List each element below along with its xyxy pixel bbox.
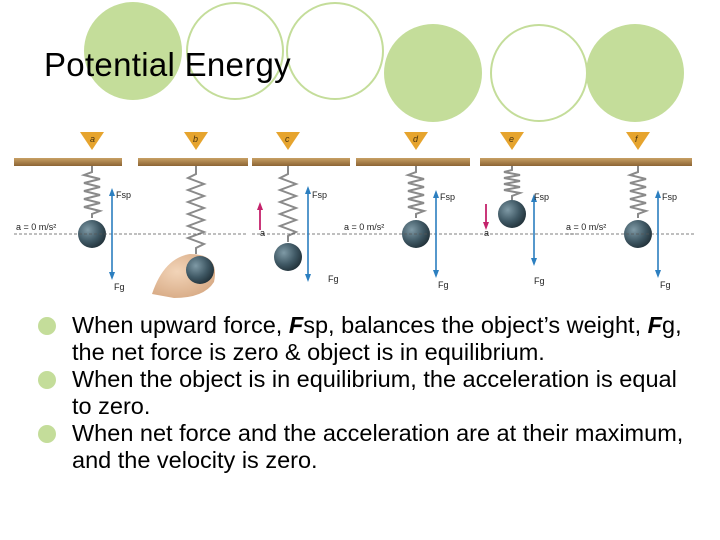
bullet-item: When the object is in equilibrium, the a…: [38, 366, 698, 420]
ceiling-plank: [138, 158, 248, 166]
force-down-label: Fg: [328, 274, 339, 284]
bullet-text: When the object is in equilibrium, the a…: [72, 366, 677, 419]
mass-ball: [274, 243, 302, 271]
panel-e: e a Fsp Fg: [470, 132, 576, 286]
panel-tag-badge: [500, 132, 524, 150]
panel-b: b: [138, 132, 248, 298]
panel-f: f a = 0 m/s² Fsp Fg: [566, 132, 694, 290]
decorative-circle: [186, 2, 284, 100]
spring: [626, 166, 650, 218]
force-down-label: Fg: [660, 280, 671, 290]
panel-a: a a = 0 m/s² Fsp Fg: [14, 132, 138, 292]
ceiling-plank: [570, 158, 692, 166]
panel-tag: b: [193, 134, 198, 144]
bullet-item: When net force and the acceleration are …: [38, 420, 698, 474]
panel-tag-badge: [276, 132, 300, 150]
spring-mass-figure: a a = 0 m/s² Fsp Fg b c: [14, 126, 704, 302]
decorative-circle: [490, 24, 588, 122]
bullet-icon: [38, 317, 56, 335]
mass-ball: [186, 256, 214, 284]
ceiling-plank: [14, 158, 122, 166]
spring: [503, 166, 524, 200]
slide-title: Potential Energy: [44, 46, 291, 83]
force-down-label: Fg: [114, 282, 125, 292]
ceiling-plank: [356, 158, 470, 166]
acceleration-label: a = 0 m/s²: [566, 222, 606, 232]
decorative-circle: [586, 24, 684, 122]
spring: [404, 166, 428, 218]
force-down-label: Fg: [438, 280, 449, 290]
acceleration-label: a = 0 m/s²: [16, 222, 56, 232]
panel-tag-badge: [626, 132, 650, 150]
spring: [277, 166, 299, 242]
panel-tag: a: [90, 134, 95, 144]
bullet-text: When net force and the acceleration are …: [72, 420, 684, 473]
panel-tag-badge: [184, 132, 208, 150]
decorative-circle: [84, 2, 182, 100]
acceleration-label: a = 0 m/s²: [344, 222, 384, 232]
panel-tag: f: [635, 134, 639, 144]
panel-tag: d: [413, 134, 419, 144]
ceiling-plank: [480, 158, 576, 166]
force-up-label: Fsp: [534, 192, 549, 202]
decorative-circle: [286, 2, 384, 100]
bullet-icon: [38, 425, 56, 443]
panel-tag-badge: [80, 132, 104, 150]
spring: [80, 166, 104, 218]
force-up-label: Fsp: [440, 192, 455, 202]
bullet-icon: [38, 371, 56, 389]
panel-c: c a Fsp Fg: [252, 132, 350, 284]
panel-tag: c: [285, 134, 290, 144]
force-down-label: Fg: [534, 276, 545, 286]
spring: [185, 166, 207, 254]
acceleration-label: a: [484, 228, 489, 238]
force-up-label: Fsp: [662, 192, 677, 202]
force-up-label: Fsp: [116, 190, 131, 200]
panel-tag: e: [509, 134, 514, 144]
panel-d: d a = 0 m/s² Fsp Fg: [344, 132, 470, 290]
bullet-text: When upward force, Fsp, balances the obj…: [72, 312, 682, 365]
mass-ball: [498, 200, 526, 228]
acceleration-label: a: [260, 228, 265, 238]
panel-tag-badge: [404, 132, 428, 150]
spring-diagram: a a = 0 m/s² Fsp Fg b c: [14, 132, 694, 298]
force-up-label: Fsp: [312, 190, 327, 200]
decorative-circle: [384, 24, 482, 122]
bullet-list: When upward force, Fsp, balances the obj…: [38, 312, 698, 474]
bullet-item: When upward force, Fsp, balances the obj…: [38, 312, 698, 366]
ceiling-plank: [252, 158, 350, 166]
